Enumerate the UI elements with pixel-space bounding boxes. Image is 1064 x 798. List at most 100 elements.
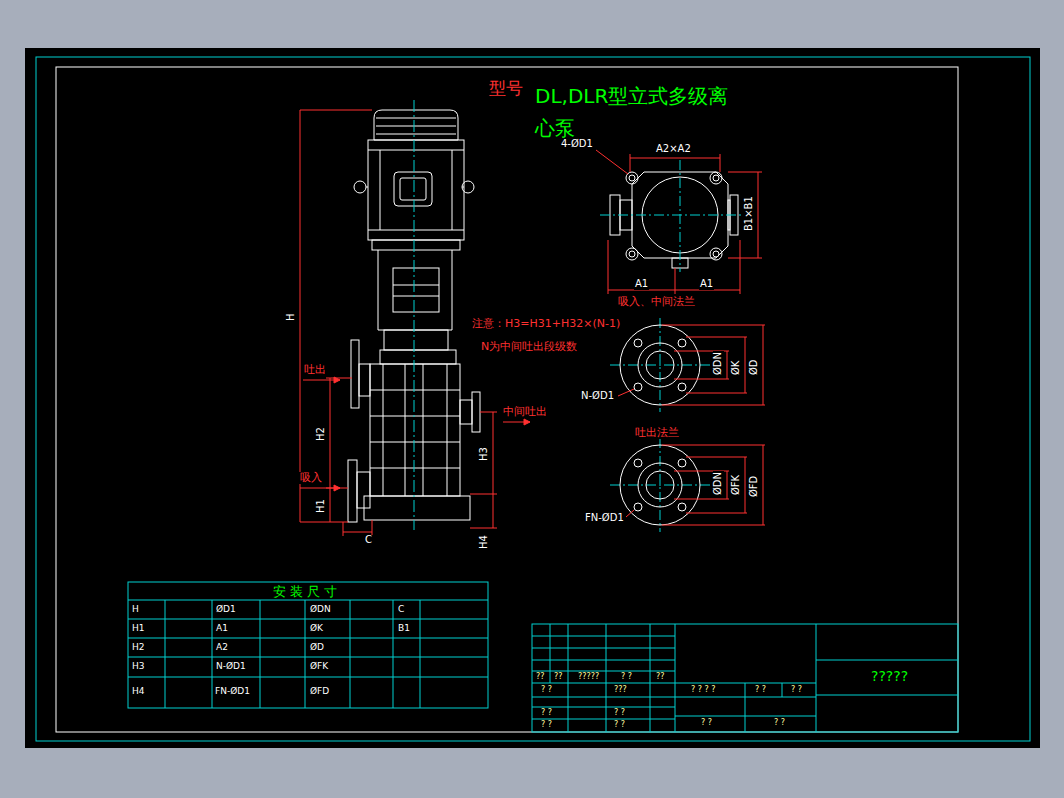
pump-outline — [380, 350, 456, 364]
pump-drawing — [662, 405, 765, 406]
dimension-label: ØK — [731, 360, 742, 376]
pump-outline — [378, 250, 452, 330]
pump-outline — [374, 110, 458, 140]
pump-outline — [368, 140, 464, 240]
title-block-cell: ? ? — [700, 719, 713, 727]
table-cell: H2 — [131, 643, 146, 652]
title-block — [532, 671, 675, 672]
dimension-label: ØFD — [749, 475, 760, 498]
dimension-label: A1 — [634, 279, 649, 290]
title-block — [532, 624, 958, 732]
pump-drawing — [626, 510, 634, 517]
port-label: 吐出 — [303, 364, 327, 376]
pump-outline — [376, 118, 456, 119]
title-block — [532, 697, 816, 698]
dimension-table — [128, 582, 488, 708]
pump-drawing — [763, 445, 764, 525]
dimension-lines — [300, 522, 348, 523]
table-cell: ØFK — [309, 662, 329, 671]
pump-drawing — [630, 158, 720, 159]
port-label: 吸入 — [299, 472, 323, 484]
title-block-cell: ????? — [577, 673, 600, 681]
dimension-lines — [343, 522, 344, 536]
view-label: 吸入、中间法兰 — [617, 296, 696, 308]
dimension-label: N-ØD1 — [580, 391, 615, 402]
dimension-lines — [470, 528, 497, 529]
dimension-lines — [334, 485, 340, 491]
pump-drawing — [596, 150, 762, 294]
pump-outline — [368, 150, 464, 151]
pump-outline — [423, 364, 424, 496]
title-block-cell: ? ? ? ? — [690, 686, 717, 694]
title-block — [532, 719, 675, 720]
title-block-cell: ? ? — [790, 686, 803, 694]
title-block — [782, 683, 783, 697]
pump-drawing — [758, 172, 759, 258]
dimension-table — [420, 600, 421, 708]
title-block — [606, 624, 607, 732]
pump-outline — [376, 126, 456, 127]
title-block-cell: ? ? — [773, 719, 786, 727]
title-block — [816, 695, 958, 696]
dimension-lines — [300, 110, 301, 522]
table-cell: N-ØD1 — [215, 662, 247, 671]
note-text: 注意：H3=H31+H32×(N-1) — [471, 318, 621, 330]
table-cell: ØD — [309, 643, 325, 652]
flange-views — [646, 471, 674, 499]
table-cell: ØK — [309, 624, 324, 633]
pump-drawing — [630, 154, 631, 172]
flange-views — [646, 351, 674, 379]
flange-views — [678, 503, 686, 511]
pump-drawing — [728, 258, 762, 259]
dimension-table — [393, 600, 394, 708]
flange-views — [678, 383, 686, 391]
pump-drawing — [660, 438, 661, 532]
pump-drawing — [662, 445, 765, 446]
title-block-cell: ? ? — [620, 673, 633, 681]
flange-views — [634, 339, 642, 347]
pump-drawing — [740, 240, 741, 294]
title-block — [745, 683, 746, 732]
title-block-cell: ? ? — [613, 709, 626, 717]
pump-drawing — [674, 379, 729, 380]
model-label: 型号 — [488, 80, 524, 98]
dimension-label: C — [364, 535, 373, 546]
table-cell: H1 — [131, 624, 146, 633]
table-cell: ØDN — [309, 605, 332, 614]
pump-outline — [393, 268, 439, 312]
pump-outline — [383, 364, 384, 496]
pump-drawing — [745, 337, 746, 393]
dimension-lines — [493, 412, 494, 528]
top-view — [713, 175, 719, 181]
title-block — [675, 624, 676, 732]
pump-drawing — [727, 351, 728, 379]
flange-views — [634, 503, 642, 511]
table-cell: ØFD — [309, 687, 330, 696]
dimension-label: H — [286, 312, 297, 322]
flange-views — [634, 383, 642, 391]
pump-drawing — [596, 150, 628, 174]
pump-outline — [393, 296, 439, 297]
pump-outline — [370, 364, 460, 496]
pump-drawing — [728, 172, 762, 173]
title-block — [650, 624, 651, 732]
dimension-lines — [524, 419, 530, 425]
title-block-cell: ?? — [535, 673, 546, 681]
dimension-table — [128, 638, 488, 639]
dimension-label: ØDN — [713, 351, 724, 376]
flange-views — [678, 339, 686, 347]
top-view — [626, 248, 638, 260]
dimension-label: FN-ØD1 — [584, 513, 625, 524]
pump-drawing — [610, 485, 712, 486]
pump-outline — [351, 340, 359, 408]
flange-views — [634, 459, 642, 467]
pump-drawing — [25, 48, 1040, 748]
title-block-cell: ? ? — [754, 686, 767, 694]
pump-outline — [376, 134, 456, 135]
pump-drawing — [662, 325, 765, 326]
title-block — [816, 624, 817, 732]
top-view — [629, 251, 635, 257]
dimension-label: A2×A2 — [655, 144, 692, 155]
table-cell: B1 — [397, 624, 411, 633]
